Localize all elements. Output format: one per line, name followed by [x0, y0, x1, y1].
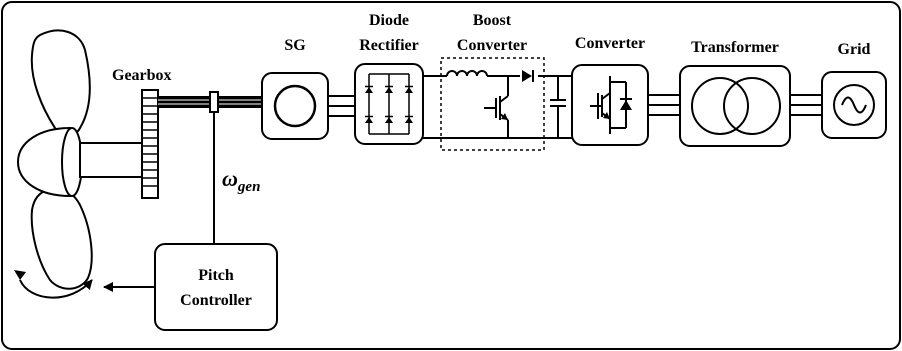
turbine-rotor [14, 29, 143, 299]
converter-igbt-arrow [603, 112, 610, 119]
pitch-label-line1: Pitch [198, 267, 234, 284]
bus-sg-rectifier [328, 95, 355, 117]
transformer-box [679, 65, 791, 147]
boost-wiring [487, 75, 572, 139]
diode-label-line2: Rectifier [359, 37, 419, 54]
bus-transformer-grid [790, 94, 822, 116]
rotation-arrow [19, 279, 93, 299]
low-speed-shaft [79, 142, 143, 178]
hub-nose [16, 126, 71, 198]
pitch-label-line2: Controller [180, 292, 252, 309]
boost-label-line1: Boost [473, 12, 512, 29]
transformer-primary-winding [691, 77, 749, 135]
pitch-controller-box [154, 243, 278, 331]
transformer-label: Transformer [691, 39, 779, 56]
speed-sensor [209, 91, 219, 113]
rotation-arrow-tail [14, 270, 26, 280]
bus-converter-transformer [648, 94, 680, 116]
sg-symbol [273, 84, 317, 128]
rectifier-bridge [368, 73, 410, 135]
gear-large [141, 89, 159, 199]
boost-inductor [446, 70, 488, 77]
gearbox-label: Gearbox [112, 67, 172, 84]
converter-freewheel-diode [620, 98, 632, 110]
omega-gen-label: ωgen [222, 166, 260, 195]
converter-label: Converter [575, 35, 645, 52]
boost-igbt-emitter-arrow [501, 113, 508, 120]
diode-label-line1: Diode [369, 12, 409, 29]
dc-link-rectifier-boost [423, 75, 545, 139]
grid-label: Grid [838, 41, 871, 58]
dc-link-capacitor [550, 76, 566, 138]
top-blade [30, 29, 91, 136]
boost-label-line2: Converter [457, 37, 527, 54]
bottom-blade [30, 187, 93, 290]
sine-wave-icon [841, 96, 867, 114]
boost-diode [522, 70, 534, 82]
sg-label: SG [284, 37, 306, 54]
transformer-secondary-winding [723, 77, 781, 135]
grid-ac-source [833, 84, 875, 126]
boost-converter-box [440, 57, 545, 151]
